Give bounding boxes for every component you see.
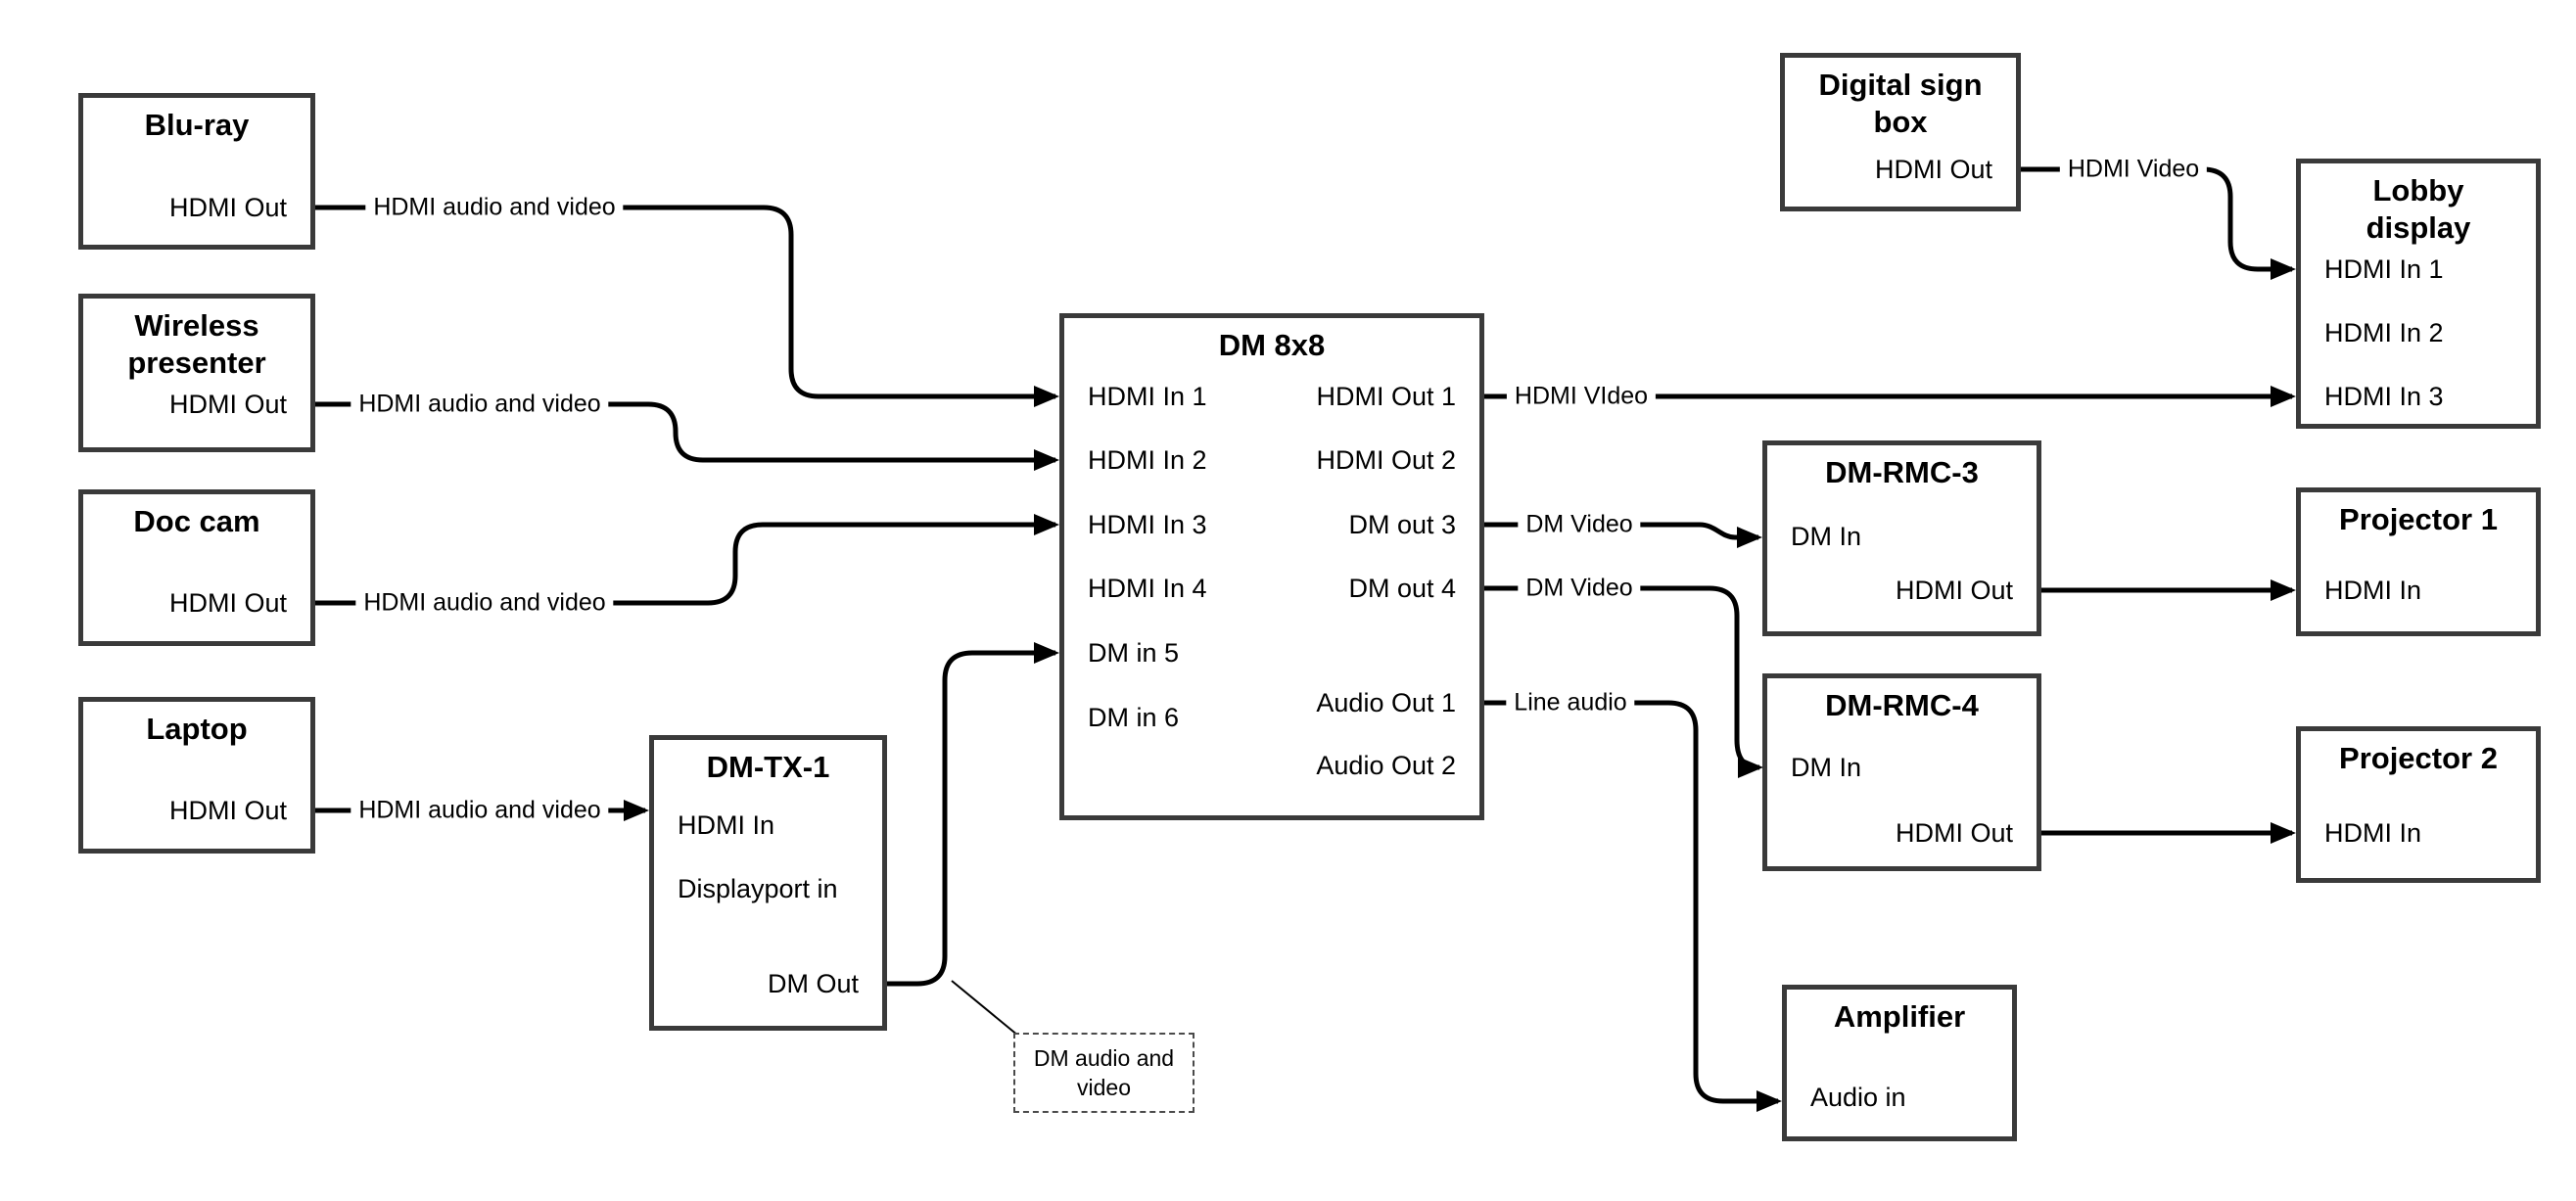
audio-out1-wire-label: Line audio xyxy=(1506,688,1635,717)
node-title-amplifier: Amplifier xyxy=(1833,999,1966,1034)
wire-doccam-to-dm8x8-in3 xyxy=(315,514,1059,606)
node-title-wireless-presenter: Wireless presenter xyxy=(127,308,266,380)
dm-out4-wire-label: DM Video xyxy=(1518,574,1641,603)
port-dm-8x8-hdmi-in-1: HDMI In 1 xyxy=(1088,382,1207,411)
node-title-blu-ray: Blu-ray xyxy=(144,108,250,142)
wire-dm8x8-out3-to-dmrmc3 xyxy=(1484,522,1762,548)
port-dm-8x8-dm-in-5: DM in 5 xyxy=(1088,638,1180,668)
node-title-dm-rmc-3: DM-RMC-3 xyxy=(1825,455,1979,489)
port-digital-sign-box-hdmi-out: HDMI Out xyxy=(1874,155,1992,184)
node-title-laptop: Laptop xyxy=(146,712,248,746)
node-title-doc-cam: Doc cam xyxy=(133,504,260,538)
node-projector-1: Projector 1 HDMI In xyxy=(2296,487,2541,636)
port-dm-tx-1-displayport-in: Displayport in xyxy=(678,874,838,903)
wireless-wire-label: HDMI audio and video xyxy=(351,390,609,419)
port-dm-8x8-dm-in-6: DM in 6 xyxy=(1088,703,1180,732)
port-dm-rmc-3-hdmi-out: HDMI Out xyxy=(1895,576,2013,605)
port-dm-8x8-hdmi-in-2: HDMI In 2 xyxy=(1088,445,1207,475)
port-projector-1-hdmi-in: HDMI In xyxy=(2324,576,2422,605)
port-dm-tx-1-hdmi-in: HDMI In xyxy=(678,810,775,840)
port-wireless-presenter-hdmi-out: HDMI Out xyxy=(168,390,287,419)
node-title-lobby-display: Lobby display xyxy=(2365,173,2471,245)
node-title-dm-8x8: DM 8x8 xyxy=(1218,328,1326,362)
port-dm-8x8-hdmi-out-1: HDMI Out 1 xyxy=(1316,382,1456,411)
wire-digitalsign-to-lobby-in1 xyxy=(2021,166,2296,280)
note-leader-line xyxy=(951,980,1019,1037)
port-lobby-display-hdmi-in-1: HDMI In 1 xyxy=(2324,254,2444,284)
wire-dm8x8-audio1-to-amplifier xyxy=(1484,700,1782,1112)
node-title-digital-sign-box: Digital sign box xyxy=(1818,68,1983,139)
port-dm-tx-1-dm-out: DM Out xyxy=(767,969,859,998)
port-projector-2-hdmi-in: HDMI In xyxy=(2324,818,2422,848)
port-dm-8x8-hdmi-out-2: HDMI Out 2 xyxy=(1316,445,1456,475)
wire-wireless-to-dm8x8-in2 xyxy=(315,401,1059,471)
doccam-wire-label: HDMI audio and video xyxy=(355,588,614,618)
node-dm-rmc-3: DM-RMC-3 DM In HDMI Out xyxy=(1762,440,2041,636)
wire-dm8x8-out4-to-dmrmc4 xyxy=(1484,585,1763,778)
port-dm-rmc-4-dm-in: DM In xyxy=(1791,753,1862,782)
node-title-dm-tx-1: DM-TX-1 xyxy=(706,750,830,784)
port-dm-rmc-3-dm-in: DM In xyxy=(1791,522,1862,551)
port-amplifier-audio-in: Audio in xyxy=(1810,1083,1906,1112)
port-dm-8x8-dm-out-4: DM out 4 xyxy=(1348,574,1456,603)
port-dm-8x8-hdmi-in-3: HDMI In 3 xyxy=(1088,510,1207,539)
port-dm-8x8-dm-out-3: DM out 3 xyxy=(1348,510,1456,539)
port-dm-rmc-4-hdmi-out: HDMI Out xyxy=(1895,818,2013,848)
laptop-wire-label: HDMI audio and video xyxy=(351,796,609,825)
port-lobby-display-hdmi-in-2: HDMI In 2 xyxy=(2324,318,2444,347)
port-dm-8x8-hdmi-in-4: HDMI In 4 xyxy=(1088,574,1207,603)
port-blu-ray-hdmi-out: HDMI Out xyxy=(168,193,287,222)
node-title-projector-2: Projector 2 xyxy=(2339,741,2498,775)
port-doc-cam-hdmi-out: HDMI Out xyxy=(168,588,287,618)
node-title-projector-1: Projector 1 xyxy=(2339,502,2498,536)
hdmi-out1-wire-label: HDMI VIdeo xyxy=(1506,382,1657,411)
wire-dmtx1-to-dm8x8-in5 xyxy=(887,642,1059,987)
node-dm-rmc-4: DM-RMC-4 DM In HDMI Out xyxy=(1762,673,2041,871)
bluray-wire-label: HDMI audio and video xyxy=(365,193,624,222)
node-projector-2: Projector 2 HDMI In xyxy=(2296,726,2541,883)
digital-sign-wire-label: HDMI Video xyxy=(2059,155,2208,184)
port-laptop-hdmi-out: HDMI Out xyxy=(168,796,287,825)
note-dm-audio-and-video: DM audio and video xyxy=(1013,1033,1194,1113)
dm-out3-wire-label: DM Video xyxy=(1518,510,1641,539)
port-dm-8x8-audio-out-2: Audio Out 2 xyxy=(1316,751,1456,780)
node-title-dm-rmc-4: DM-RMC-4 xyxy=(1825,688,1979,722)
wire-bluray-to-dm8x8-in1 xyxy=(315,205,1059,407)
port-dm-8x8-audio-out-1: Audio Out 1 xyxy=(1316,688,1456,717)
port-lobby-display-hdmi-in-3: HDMI In 3 xyxy=(2324,382,2444,411)
